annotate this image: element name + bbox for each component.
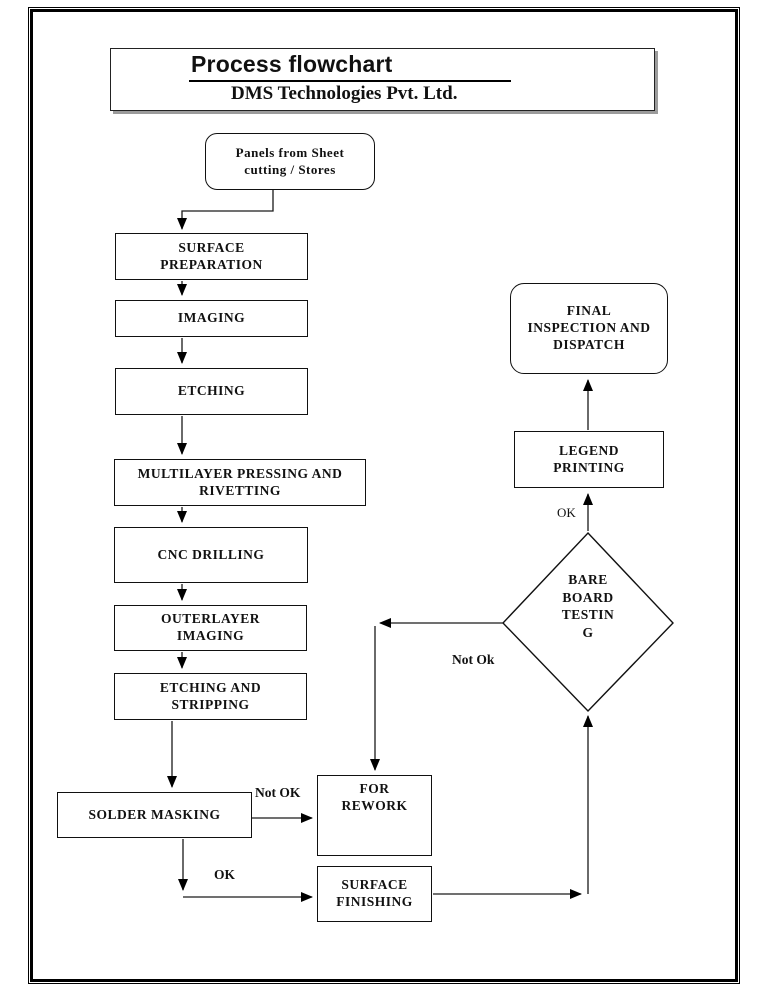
page-border: [28, 7, 740, 984]
page-border-inner: [30, 9, 738, 982]
node-for-rework: FOR REWORK: [317, 775, 432, 856]
bare-board-testing-diamond: [502, 531, 674, 713]
edge-panels-to-surface-preparation: [177, 190, 274, 230]
node-imaging: IMAGING: [115, 300, 308, 337]
label-not-ok-solder-masking: Not OK: [255, 785, 301, 800]
node-legend-printing: LEGEND PRINTING: [514, 431, 664, 488]
node-final-inspection-and-dispatch: FINAL INSPECTION AND DISPATCH: [510, 283, 668, 374]
node-multilayer-pressing-and-rivetting: MULTILAYER PRESSING AND RIVETTING: [114, 459, 366, 506]
label-ok-solder-masking: OK: [214, 867, 236, 882]
node-etching-and-stripping: ETCHING AND STRIPPING: [114, 673, 307, 720]
node-panels-from-sheet-cutting: Panels from Sheet cutting / Stores: [205, 133, 375, 190]
node-solder-masking: SOLDER MASKING: [57, 792, 252, 838]
node-bare-board-testing: BARE BOARD TESTIN G: [561, 572, 615, 640]
node-cnc-drilling: CNC DRILLING: [114, 527, 308, 583]
title-box: Process flowchart DMS Technologies Pvt. …: [110, 48, 655, 111]
node-etching: ETCHING: [115, 368, 308, 415]
node-surface-preparation: SURFACE PREPARATION: [115, 233, 308, 280]
label-not-ok-bare-board-testing: Not Ok: [452, 652, 495, 667]
company-name: DMS Technologies Pvt. Ltd.: [231, 83, 458, 104]
page-title: Process flowchart: [189, 51, 511, 82]
node-outerlayer-imaging: OUTERLAYER IMAGING: [114, 605, 307, 651]
label-ok-bare-board-testing: OK: [557, 505, 576, 520]
node-surface-finishing: SURFACE FINISHING: [317, 866, 432, 922]
